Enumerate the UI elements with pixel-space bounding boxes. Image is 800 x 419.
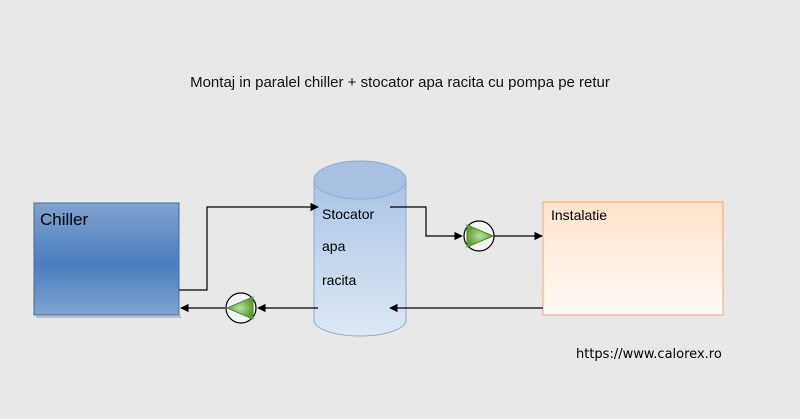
tank-label-line3: racita bbox=[322, 272, 357, 288]
installation-label: Instalatie bbox=[551, 207, 608, 223]
chiller-box bbox=[33, 202, 180, 316]
installation-box bbox=[542, 201, 724, 316]
pump-supply-icon bbox=[463, 220, 495, 252]
pump-return-icon bbox=[225, 292, 257, 324]
pipe-chiller-to-tank bbox=[179, 202, 319, 291]
pipe-tank-to-pump bbox=[390, 206, 463, 241]
storage-tank bbox=[313, 160, 407, 337]
diagram-title: Montaj in paralel chiller + stocator apa… bbox=[190, 74, 610, 91]
tank-label-line2: apa bbox=[322, 238, 346, 254]
tank-label-line1: Stocator bbox=[322, 206, 375, 222]
website-url: https://www.calorex.ro bbox=[576, 347, 722, 362]
chiller-label: Chiller bbox=[40, 210, 89, 229]
